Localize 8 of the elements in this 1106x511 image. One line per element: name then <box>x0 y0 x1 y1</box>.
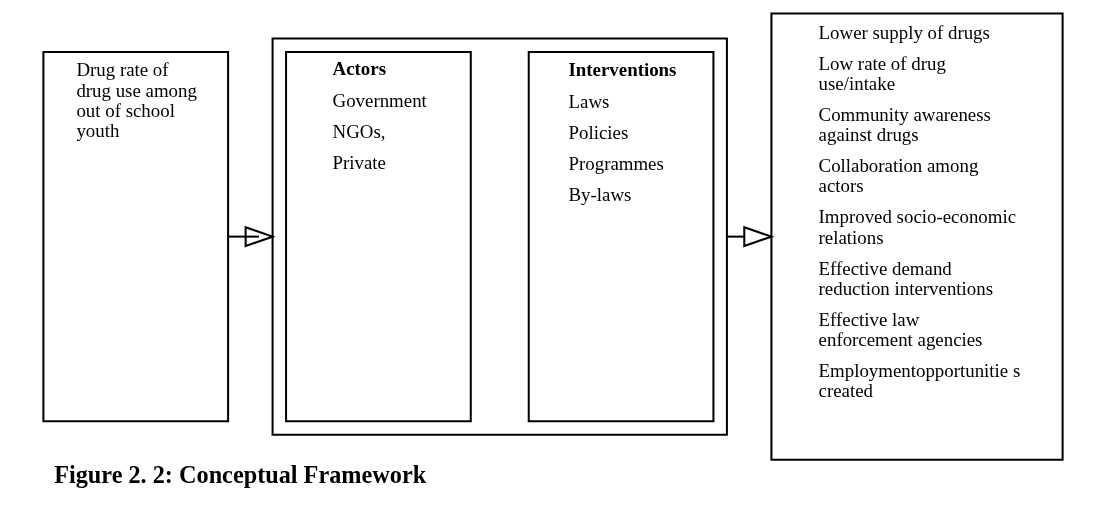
cluster <box>271 37 728 436</box>
arrow <box>228 225 276 248</box>
node-box: Lower supply of drugs Low rate of drug use/intake Community awareness against drugs Collaboration among actors Improved socio-economic relations Effective demand reduction interventions Effective law enforcement agencies Employmentopportunitie s created <box>770 12 1064 461</box>
arrow <box>726 225 775 248</box>
caption: Figure 2. 2: Conceptual Framework <box>54 461 427 489</box>
node-box: Drug rate of drug use among out of school youth <box>42 50 230 423</box>
node-box: Actors Government NGOs, Private <box>285 50 472 423</box>
node-box: Interventions Laws Policies Programmes By-laws <box>527 50 715 423</box>
